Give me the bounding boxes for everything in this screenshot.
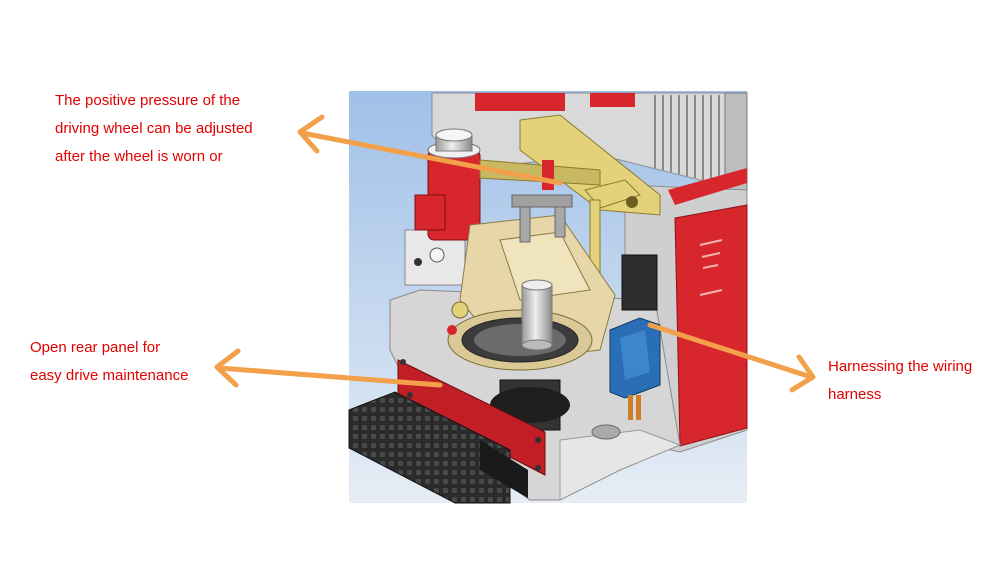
callout-rear-panel: Open rear panel for easy drive maintenan…	[30, 334, 188, 390]
controller-box	[609, 254, 661, 420]
callout-pressure-line3: after the wheel is worn or	[55, 148, 223, 165]
arrows	[214, 114, 816, 393]
callout-pressure: The positive pressure of the driving whe…	[55, 87, 253, 171]
adjusting-bracket	[479, 114, 661, 311]
machine-illustration	[348, 91, 748, 504]
callout-wiring-line1: Harnessing the wiring	[828, 358, 973, 375]
arrow-pressure	[297, 114, 563, 186]
arrow-rear-panel	[214, 348, 443, 388]
callout-pressure-line2: driving wheel can be adjusted	[55, 120, 253, 137]
callout-rear-line1: Open rear panel for	[30, 339, 161, 356]
callout-rear-line2: easy drive maintenance	[30, 367, 189, 384]
hydraulic-pump	[404, 128, 481, 286]
arrow-wiring	[647, 322, 816, 393]
rear-panel	[397, 359, 546, 476]
step-pad	[348, 391, 528, 504]
callout-wiring: Harnessing the wiring harness	[828, 353, 972, 409]
callout-wiring-line2: harness	[828, 386, 882, 403]
callout-pressure-line1: The positive pressure of the	[55, 92, 241, 109]
drive-wheel	[447, 279, 593, 431]
